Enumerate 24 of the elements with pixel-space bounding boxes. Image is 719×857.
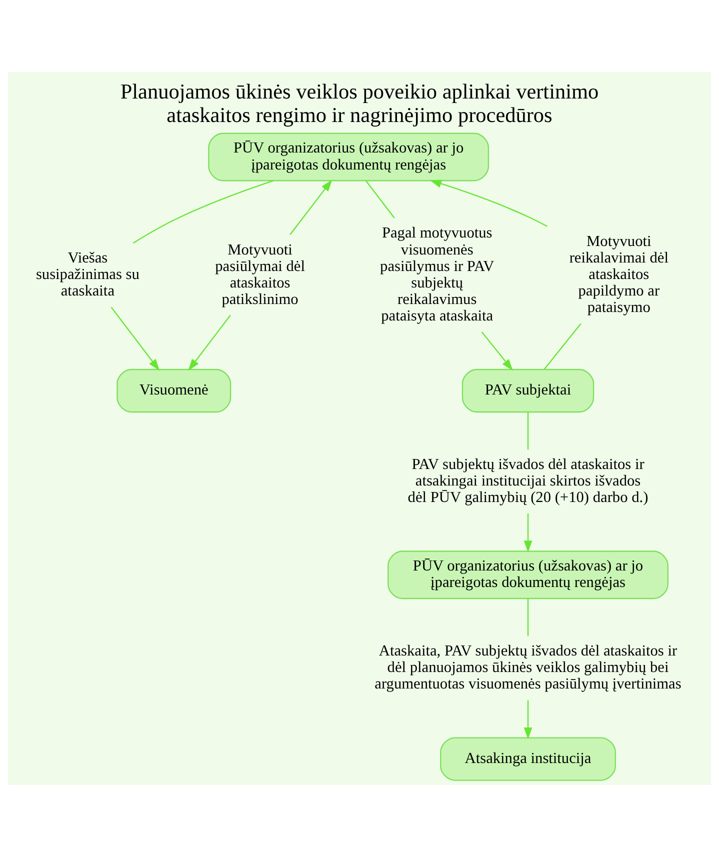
arrow: [524, 700, 532, 740]
connector: [132, 180, 274, 244]
arrow: [290, 180, 332, 235]
connector: [527, 598, 529, 636]
arrow: [110, 306, 160, 371]
arrow: [430, 180, 548, 227]
node-text: PAV subjektų išvados dėl ataskaitos ir atsakingai institucijai skirtos išvados dėl PŪV galimybių (20 (+10) darbo d.): [408, 456, 648, 506]
diagram-title: Planuojamos ūkinės veiklos poveikio aplinkai vertinimo ataskaitos rengimo ir nagrinėjimo procedūros: [120, 79, 599, 128]
node-text: Motyvuoti reikalavimai dėl ataskaitos papildymo ar pataisymo: [569, 233, 668, 316]
node-box: PAV subjektai: [462, 368, 594, 413]
node-box: Atsakinga institucija: [440, 737, 616, 781]
node-text: Ataskaita, PAV subjektų išvados dėl ataskaitos ir dėl planuojamos ūkinės veiklos galimybių bei argumentuotas visuomenės pasiūlymų įvertinimas: [374, 642, 682, 693]
node-text: Pagal motyvuotus visuomenės pasiūlymus ir PAV subjektų reikalavimus pataisyta ataskaita: [380, 224, 494, 324]
node-text: Viešas susipažinimas su ataskaita: [36, 250, 140, 300]
node-box: Visuomenė: [116, 368, 232, 413]
arrow: [188, 314, 231, 371]
arrow: [481, 332, 513, 371]
connector: [527, 412, 529, 450]
node-box: PŪV organizatorius (užsakovas) ar jo įpareigotas dokumentų rengėjas: [388, 550, 668, 600]
arrow: [524, 514, 532, 552]
connector: [544, 323, 582, 370]
connector: [366, 180, 395, 218]
node-box: PŪV organizatorius (užsakovas) ar jo įpareigotas dokumentų rengėjas: [208, 132, 490, 182]
node-text: Motyvuoti pasiūlymai dėl ataskaitos patikslinimo: [215, 241, 305, 308]
